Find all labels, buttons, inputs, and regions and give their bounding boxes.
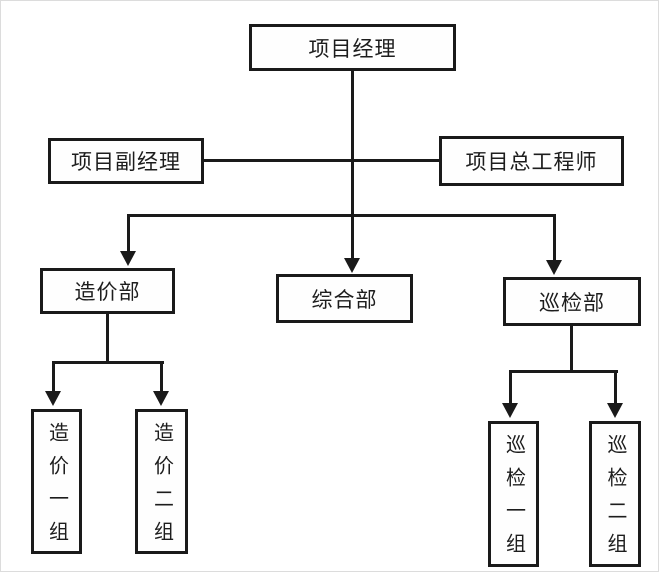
connector-drop-cost-dept bbox=[127, 214, 130, 251]
node-general-dept-label: 综合部 bbox=[311, 288, 378, 312]
node-chief-engineer: 项目总工程师 bbox=[439, 136, 624, 186]
node-deputy-manager-label: 项目副经理 bbox=[71, 151, 181, 174]
connector-drop-cost-group-1 bbox=[52, 361, 55, 391]
connector-drop-inspection-group-2 bbox=[614, 370, 617, 403]
connector-drop-inspection-dept bbox=[553, 214, 556, 260]
node-cost-group-2: 造价二组 bbox=[135, 409, 188, 554]
node-cost-dept-label: 造价部 bbox=[74, 281, 141, 304]
node-deputy-manager: 项目副经理 bbox=[48, 138, 204, 184]
node-project-manager-label: 项目经理 bbox=[308, 37, 397, 61]
connector-drop-inspection-group-1 bbox=[509, 370, 512, 403]
node-general-dept: 综合部 bbox=[276, 274, 413, 323]
arrowhead-inspection-group-1 bbox=[502, 403, 518, 418]
node-chief-engineer-label: 项目总工程师 bbox=[465, 151, 598, 174]
arrowhead-inspection-dept bbox=[546, 260, 562, 275]
connector-root-stem bbox=[351, 71, 354, 259]
connector-inspection-stem bbox=[570, 326, 573, 372]
node-inspection-group-2-label: 巡检二组 bbox=[604, 434, 626, 566]
node-cost-group-1-label: 造价一组 bbox=[45, 421, 68, 554]
arrowhead-cost-group-1 bbox=[45, 391, 61, 406]
node-inspection-group-1-label: 巡检一组 bbox=[502, 434, 525, 566]
node-project-manager: 项目经理 bbox=[249, 24, 456, 71]
connector-inspection-rail bbox=[509, 370, 618, 373]
arrowhead-cost-dept bbox=[120, 251, 136, 266]
node-inspection-dept-label: 巡检部 bbox=[539, 291, 605, 315]
connector-level2-rail bbox=[204, 159, 439, 162]
node-cost-group-2-label: 造价二组 bbox=[150, 421, 173, 554]
node-inspection-group-1: 巡检一组 bbox=[488, 421, 539, 567]
node-cost-group-1: 造价一组 bbox=[31, 409, 82, 554]
node-cost-dept: 造价部 bbox=[40, 268, 175, 314]
arrowhead-general-dept bbox=[344, 258, 360, 273]
node-inspection-group-2: 巡检二组 bbox=[589, 421, 641, 567]
connector-cost-rail bbox=[52, 361, 164, 364]
arrowhead-inspection-group-2 bbox=[607, 403, 623, 418]
connector-level3-rail bbox=[128, 214, 556, 217]
connector-drop-cost-group-2 bbox=[160, 361, 163, 391]
node-inspection-dept: 巡检部 bbox=[503, 277, 641, 326]
connector-cost-stem bbox=[106, 314, 109, 363]
arrowhead-cost-group-2 bbox=[153, 391, 169, 406]
